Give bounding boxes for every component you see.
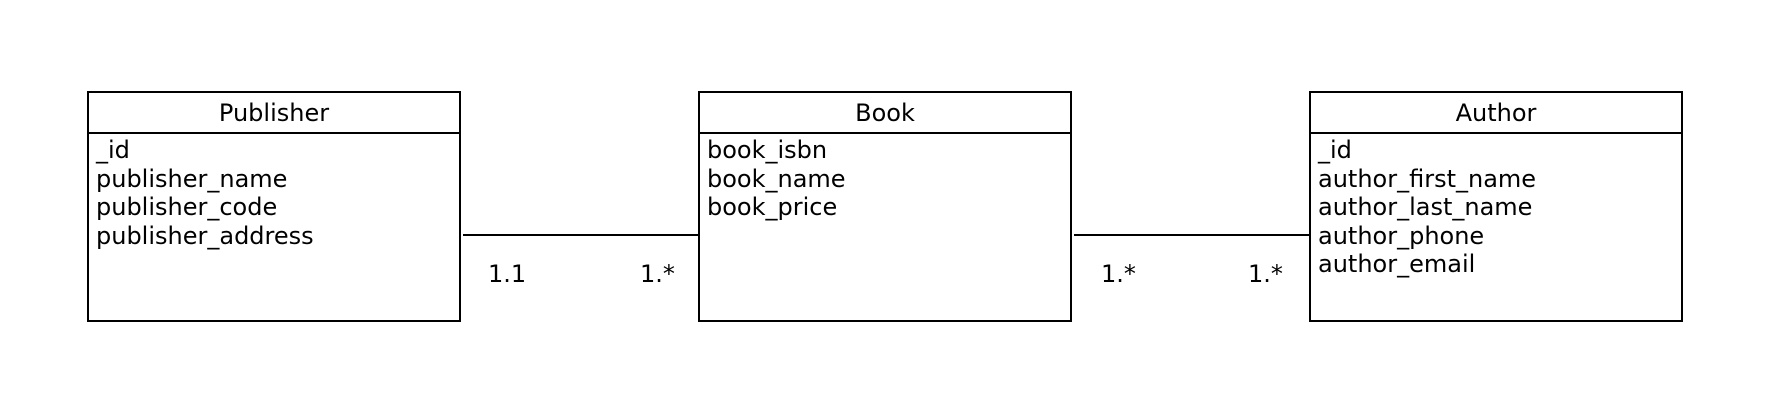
author-attribute: author_email xyxy=(1318,250,1476,278)
book-attribute: book_isbn xyxy=(707,136,828,164)
author-attribute: author_last_name xyxy=(1318,193,1533,221)
publisher-attribute: publisher_code xyxy=(96,193,278,221)
publisher-book-source-multiplicity: 1.1 xyxy=(488,260,527,288)
publisher-entity-title: Publisher xyxy=(89,93,459,134)
publisher-book-association-line xyxy=(463,234,698,236)
book-attribute: book_price xyxy=(707,193,838,221)
author-entity-title: Author xyxy=(1311,93,1681,134)
author-attribute-list: _id author_first_name author_last_name a… xyxy=(1311,134,1681,279)
publisher-attribute: _id xyxy=(96,136,130,164)
publisher-entity: Publisher _id publisher_name publisher_c… xyxy=(87,91,461,322)
book-author-target-multiplicity: 1.* xyxy=(1248,260,1283,288)
book-entity-title: Book xyxy=(700,93,1070,134)
book-author-source-multiplicity: 1.* xyxy=(1101,260,1136,288)
book-author-association-line xyxy=(1074,234,1309,236)
author-entity: Author _id author_first_name author_last… xyxy=(1309,91,1683,322)
author-attribute: _id xyxy=(1318,136,1352,164)
book-attribute: book_name xyxy=(707,164,846,193)
publisher-attribute-list: _id publisher_name publisher_code publis… xyxy=(89,134,459,250)
publisher-attribute: publisher_address xyxy=(96,221,314,250)
author-attribute: author_first_name xyxy=(1318,164,1537,193)
book-entity: Book book_isbn book_name book_price xyxy=(698,91,1072,322)
publisher-attribute: publisher_name xyxy=(96,164,288,193)
publisher-book-target-multiplicity: 1.* xyxy=(640,260,675,288)
book-attribute-list: book_isbn book_name book_price xyxy=(700,134,1070,222)
author-attribute: author_phone xyxy=(1318,221,1485,250)
